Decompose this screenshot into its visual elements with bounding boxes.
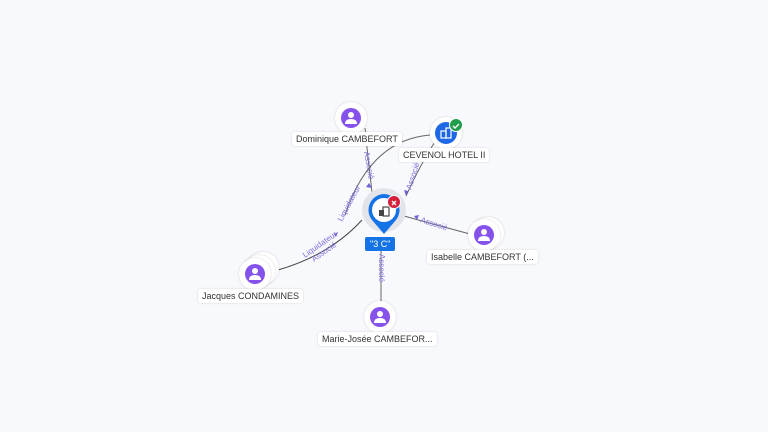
person-icon	[245, 264, 265, 284]
person-icon	[370, 307, 390, 327]
edge-arrow	[366, 183, 372, 188]
building-icon	[379, 206, 390, 217]
edge-jacques	[277, 219, 363, 271]
edge-arrow	[414, 215, 419, 220]
edge-cevenol-liquidateur	[344, 134, 431, 216]
edge-label-cevenol-associe: Associé	[404, 161, 421, 191]
person-icon	[341, 108, 361, 128]
check-icon	[449, 118, 463, 132]
node-label: Jacques CONDAMINES	[198, 289, 304, 303]
edge-isabelle	[403, 215, 471, 235]
edge-label-dominique-associe: Associé	[362, 151, 376, 181]
node-label: Isabelle CAMBEFORT (...	[427, 250, 538, 264]
node-label: Marie-Josée CAMBEFOR...	[318, 332, 437, 346]
close-icon	[387, 195, 401, 209]
node-label: CEVENOL HOTEL II	[399, 148, 490, 162]
edge-label-isabelle-associe: Associé	[419, 215, 449, 232]
node-label: Dominique CAMBEFORT	[292, 132, 402, 146]
center-label: "3 C"	[365, 237, 396, 251]
person-icon	[474, 225, 494, 245]
edge-arrow	[404, 190, 408, 196]
edge-arrow	[334, 232, 338, 237]
edge-label-cevenol-liquidateur: Liquidateur	[336, 183, 363, 222]
edge-cevenol-associe	[405, 139, 437, 197]
edge-label-marie-associe: Associé	[377, 254, 386, 283]
